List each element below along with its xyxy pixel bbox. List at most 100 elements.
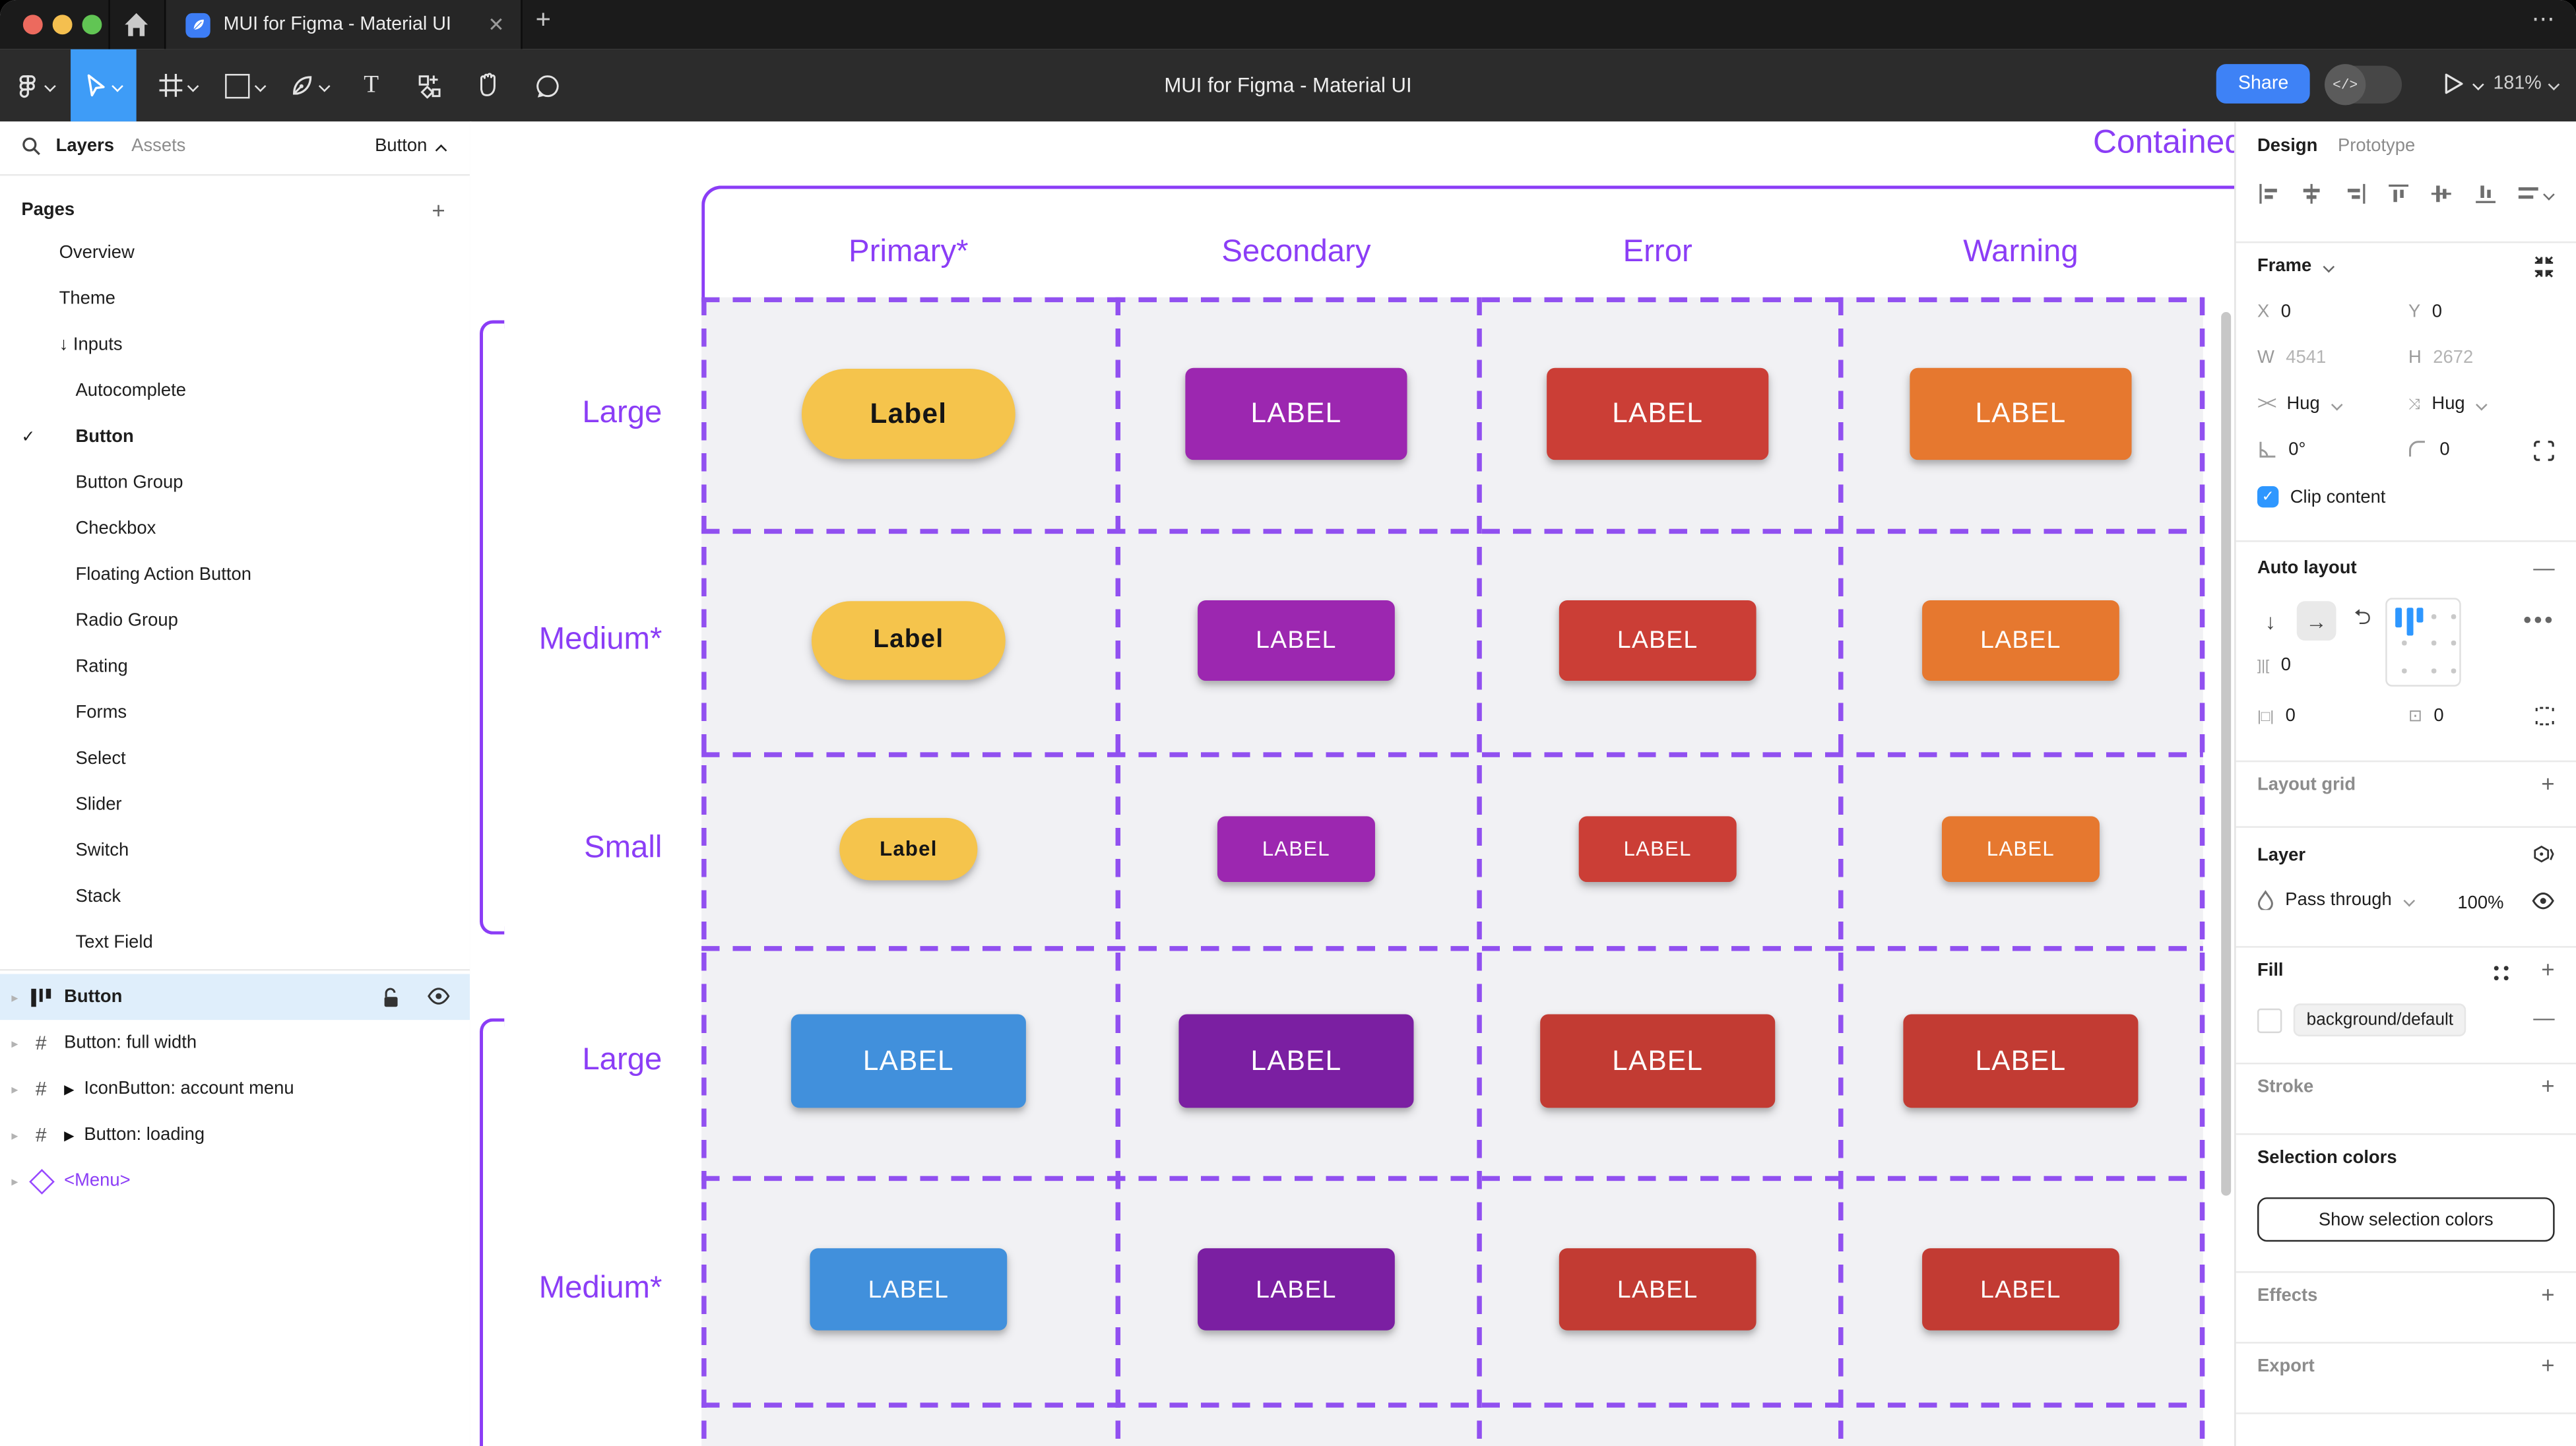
frame-tool-button[interactable]: [146, 49, 212, 122]
new-tab-button[interactable]: +: [535, 6, 551, 35]
page-item-radio-group[interactable]: Radio Group: [0, 598, 470, 644]
page-item-text-field[interactable]: Text Field: [0, 920, 470, 966]
page-item-floating-action-button[interactable]: Floating Action Button: [0, 552, 470, 598]
align-top-icon[interactable]: [2387, 182, 2410, 205]
share-button[interactable]: Share: [2216, 64, 2310, 104]
canvas-button-dark_red-large[interactable]: LABEL: [1903, 1014, 2139, 1108]
canvas-button-amber-small[interactable]: Label: [839, 817, 978, 881]
align-bottom-icon[interactable]: [2474, 182, 2497, 205]
tab-prototype[interactable]: Prototype: [2337, 136, 2416, 156]
canvas-scrollbar[interactable]: [2221, 312, 2232, 1196]
distribute-menu[interactable]: [2517, 182, 2554, 205]
page-item-button[interactable]: ✓Button: [0, 414, 470, 460]
opacity-value[interactable]: 100%: [2457, 893, 2504, 914]
y-position-field[interactable]: Y 0: [2408, 302, 2443, 323]
direction-horizontal-button[interactable]: →: [2296, 601, 2336, 641]
page-item-theme[interactable]: Theme: [0, 276, 470, 322]
resources-tool-button[interactable]: [399, 49, 459, 122]
canvas-button-orange-small[interactable]: LABEL: [1941, 816, 2100, 883]
zoom-window-button[interactable]: [82, 15, 102, 35]
page-item-forms[interactable]: Forms: [0, 690, 470, 736]
fill-style-token[interactable]: background/default: [2293, 1003, 2467, 1037]
add-page-button[interactable]: +: [432, 197, 445, 224]
add-effect-button[interactable]: +: [2541, 1281, 2555, 1307]
page-item-rating[interactable]: Rating: [0, 644, 470, 690]
pen-tool-button[interactable]: [278, 49, 344, 122]
add-layout-grid-button[interactable]: +: [2541, 770, 2555, 797]
height-field[interactable]: H 2672: [2408, 348, 2474, 368]
page-item-autocomplete[interactable]: Autocomplete: [0, 368, 470, 414]
home-icon[interactable]: [121, 11, 151, 38]
remove-auto-layout-button[interactable]: —: [2533, 555, 2555, 580]
expand-chevron-icon[interactable]: ▸: [11, 1081, 18, 1096]
blend-mode-icon[interactable]: [2532, 844, 2555, 867]
page-item-stack[interactable]: Stack: [0, 874, 470, 920]
remove-fill-button[interactable]: —: [2533, 1005, 2555, 1030]
canvas-button-purple-medium[interactable]: LABEL: [1198, 600, 1395, 681]
independent-corners-icon[interactable]: [2533, 440, 2554, 461]
canvas-button-blue-large[interactable]: LABEL: [790, 1014, 1026, 1108]
expand-chevron-icon[interactable]: ▸: [11, 1127, 18, 1143]
add-stroke-button[interactable]: +: [2541, 1072, 2555, 1099]
layer-item-iconbutton-account-menu[interactable]: ▸#▶IconButton: account menu: [0, 1066, 470, 1112]
canvas-button-amber-large[interactable]: Label: [802, 368, 1015, 459]
horizontal-padding-field[interactable]: |□| 0: [2257, 706, 2296, 726]
page-item-switch[interactable]: Switch: [0, 828, 470, 874]
canvas-button-dark_red-medium[interactable]: LABEL: [1922, 1248, 2119, 1331]
align-left-icon[interactable]: [2257, 182, 2280, 205]
x-position-field[interactable]: X 0: [2257, 302, 2291, 323]
layer-item-button-loading[interactable]: ▸#▶Button: loading: [0, 1112, 470, 1158]
canvas-button-amber-medium[interactable]: Label: [811, 601, 1006, 680]
collapse-panel-icon[interactable]: [2533, 256, 2554, 278]
minimize-window-button[interactable]: [52, 15, 73, 35]
move-tool-button[interactable]: [71, 49, 137, 122]
visible-eye-icon[interactable]: [427, 986, 450, 1007]
visibility-eye-icon[interactable]: [2532, 892, 2555, 910]
align-v-center-icon[interactable]: [2430, 182, 2453, 205]
horizontal-resizing-select[interactable]: >< Hug: [2257, 394, 2343, 414]
canvas-button-deep_purple-medium[interactable]: LABEL: [1198, 1248, 1395, 1331]
layer-item-button-full-width[interactable]: ▸#Button: full width: [0, 1020, 470, 1066]
window-more-icon[interactable]: ⋯: [2531, 5, 2557, 32]
close-tab-icon[interactable]: ✕: [488, 13, 505, 36]
file-tab[interactable]: MUI for Figma - Material UI ✕: [166, 0, 521, 49]
frame-title[interactable]: Contained: [2093, 125, 2236, 162]
canvas-button-red-medium[interactable]: LABEL: [1559, 600, 1756, 681]
current-page-selector[interactable]: Button: [375, 137, 447, 156]
show-selection-colors-button[interactable]: Show selection colors: [2257, 1197, 2555, 1242]
add-fill-button[interactable]: +: [2541, 956, 2555, 982]
text-tool-button[interactable]: T: [343, 49, 399, 122]
expand-chevron-icon[interactable]: ▸: [11, 1173, 18, 1189]
gap-field[interactable]: ]|[ 0: [2257, 655, 2291, 676]
fill-row[interactable]: background/default: [2257, 1003, 2467, 1037]
styles-icon[interactable]: [2492, 964, 2510, 982]
frame-section-header[interactable]: Frame: [2257, 256, 2334, 276]
comment-tool-button[interactable]: [517, 49, 577, 122]
align-right-icon[interactable]: [2344, 182, 2367, 205]
canvas-button-blue-medium[interactable]: LABEL: [810, 1248, 1008, 1331]
hand-tool-button[interactable]: [459, 49, 518, 122]
page-item-inputs[interactable]: ↓ Inputs: [0, 322, 470, 368]
individual-padding-icon[interactable]: [2535, 707, 2555, 726]
canvas-button-orange-large[interactable]: LABEL: [1910, 367, 2132, 460]
dev-mode-toggle[interactable]: </>: [2325, 64, 2402, 106]
canvas-button-dark_red-large[interactable]: LABEL: [1540, 1014, 1776, 1108]
tab-layers[interactable]: Layers: [55, 136, 115, 156]
direction-wrap-button[interactable]: ⮌: [2354, 604, 2371, 629]
auto-layout-more-icon[interactable]: ●●●: [2523, 611, 2555, 628]
direction-vertical-button[interactable]: ↓: [2265, 608, 2276, 633]
page-item-overview[interactable]: Overview: [0, 230, 470, 276]
page-item-button-group[interactable]: Button Group: [0, 460, 470, 506]
layer-item--menu-[interactable]: ▸<Menu>: [0, 1158, 470, 1204]
search-icon[interactable]: [21, 137, 41, 156]
main-menu-button[interactable]: [0, 49, 71, 122]
page-item-checkbox[interactable]: Checkbox: [0, 506, 470, 552]
rotation-field[interactable]: 0°: [2257, 440, 2306, 460]
vertical-padding-field[interactable]: ⊡ 0: [2408, 706, 2444, 726]
present-button[interactable]: [2443, 73, 2484, 96]
canvas-button-red-small[interactable]: LABEL: [1578, 816, 1737, 883]
page-item-select[interactable]: Select: [0, 736, 470, 782]
shape-tool-button[interactable]: [212, 49, 278, 122]
canvas-button-purple-small[interactable]: LABEL: [1217, 816, 1375, 883]
width-field[interactable]: W 4541: [2257, 348, 2327, 368]
